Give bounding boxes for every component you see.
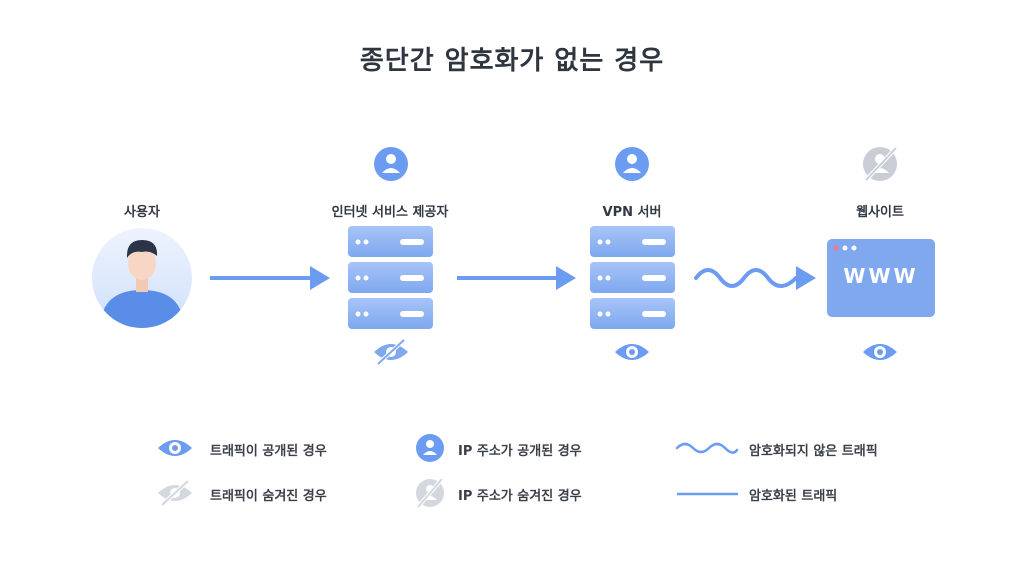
website-traffic-visible-icon (863, 344, 897, 360)
legend-unencrypted-line (675, 442, 739, 454)
legend-encrypted-label: 암호화된 트래픽 (749, 489, 838, 504)
legend-ip-hidden-icon (416, 477, 444, 509)
website-ip-hidden-icon (863, 146, 898, 182)
page-title: 종단간 암호화가 없는 경우 (359, 46, 665, 76)
legend-traffic-visible-icon (158, 440, 192, 456)
user-label: 사용자 (124, 205, 160, 220)
website-window-icon (827, 239, 935, 317)
isp-server-icon (348, 226, 433, 329)
website-www-text: WWW (843, 264, 919, 288)
user-avatar (92, 228, 192, 328)
vpn-server-label: VPN 서버 (602, 205, 662, 220)
legend-traffic-hidden-label: 트래픽이 숨겨진 경우 (210, 489, 327, 504)
encrypted-arrow-1 (210, 266, 330, 290)
legend-ip-hidden-label: IP 주소가 숨겨진 경우 (458, 489, 582, 504)
legend-unencrypted-label: 암호화되지 않은 트래픽 (749, 444, 878, 459)
isp-traffic-hidden-icon (374, 338, 408, 366)
legend-ip-visible-label: IP 주소가 공개된 경우 (458, 444, 582, 459)
unencrypted-arrow (694, 266, 816, 290)
vpn-traffic-visible-icon (615, 344, 649, 360)
website-label: 웹사이트 (856, 205, 904, 220)
encrypted-arrow-2 (457, 266, 576, 290)
vpn-ip-visible-icon (615, 147, 649, 181)
isp-ip-visible-icon (374, 147, 408, 181)
legend-ip-visible-icon (416, 434, 444, 462)
isp-label: 인터넷 서비스 제공자 (331, 205, 449, 220)
legend-traffic-visible-label: 트래픽이 공개된 경우 (210, 444, 327, 459)
legend-traffic-hidden-icon (158, 479, 192, 507)
vpn-server-icon (590, 226, 675, 329)
